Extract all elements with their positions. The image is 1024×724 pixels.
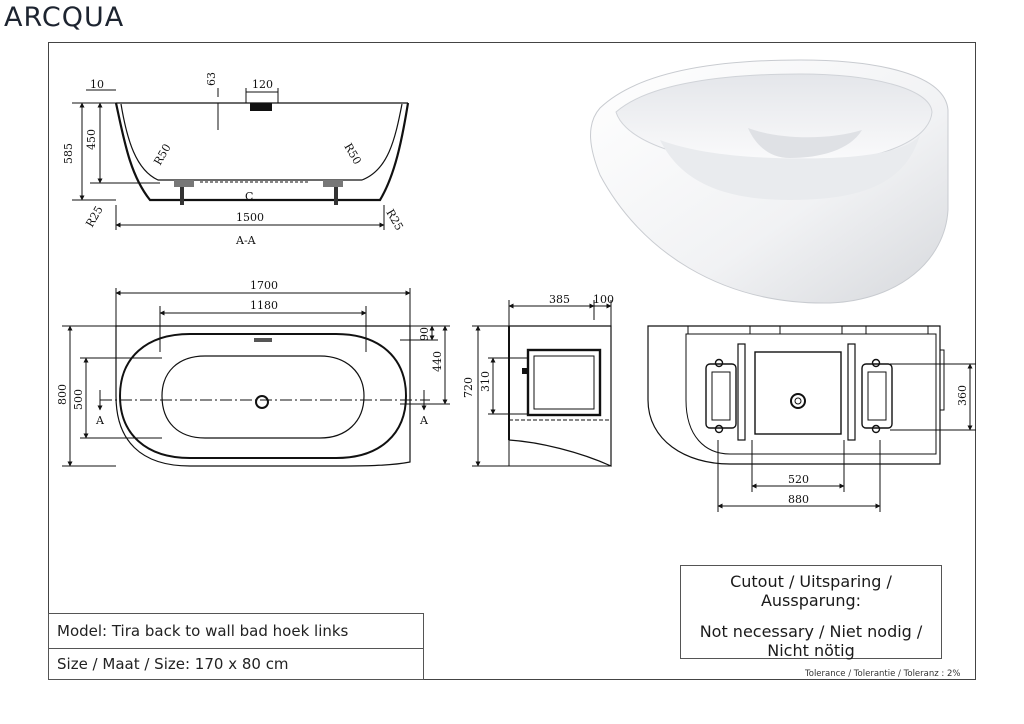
cutout-title-line1: Cutout / Uitsparing / <box>730 572 892 591</box>
dim-side-top-margin: 100 <box>593 293 614 306</box>
dim-radius-right: R50 <box>341 141 363 167</box>
side-labels: 385 100 720 310 <box>462 293 614 398</box>
dim-inner-depth: 450 <box>85 129 98 150</box>
dim-inner-width: 500 <box>72 389 85 410</box>
section-title: A-A <box>235 234 257 247</box>
model-divider <box>49 648 423 649</box>
top-labels: 1700 1180 800 500 90 440 A A <box>56 279 444 427</box>
dim-frame-inner: 520 <box>788 473 809 486</box>
top-view <box>62 288 450 467</box>
dim-overflow-width: 120 <box>252 78 273 91</box>
section-marker-left: A <box>95 414 105 427</box>
bathtub-render <box>590 59 949 304</box>
drawing-frame <box>48 42 976 680</box>
cutout-value-line2: Nicht nötig <box>767 641 855 660</box>
model-info-box: Model: Tira back to wall bad hoek links … <box>48 613 424 680</box>
dim-height-total: 585 <box>62 143 75 164</box>
dim-drain-height: 63 <box>205 72 218 86</box>
section-labels: 10 63 120 585 450 R50 R50 R25 R25 C 1500… <box>62 72 406 247</box>
section-shell-inner <box>120 103 403 181</box>
bottom-labels: 520 880 360 <box>788 385 969 506</box>
dim-bottom-side: 360 <box>956 385 969 406</box>
dim-frame-outer: 880 <box>788 493 809 506</box>
cutout-box: Cutout / Uitsparing / Aussparung: Not ne… <box>680 565 942 660</box>
dim-outer-width: 800 <box>56 384 69 405</box>
section-marker-right: A <box>419 414 429 427</box>
dim-outer-length: 1700 <box>250 279 278 292</box>
model-text: Model: Tira back to wall bad hoek links <box>57 622 349 640</box>
section-view <box>72 88 410 230</box>
dim-back-margin: 90 <box>418 327 431 341</box>
side-view <box>472 300 612 467</box>
cutout-title-line2: Aussparung: <box>760 591 862 610</box>
dim-top-depth: 440 <box>431 351 444 372</box>
brand-logo: ARCQUA <box>4 2 125 33</box>
dim-top-rim: 10 <box>90 78 104 91</box>
center-mark: C <box>245 190 253 203</box>
dim-foot-left: R25 <box>83 204 105 230</box>
size-text: Size / Maat / Size: 170 x 80 cm <box>57 655 289 673</box>
section-shell-outer <box>114 102 410 202</box>
tolerance-text: Tolerance / Tolerantie / Toleranz : 2% <box>805 669 961 679</box>
dim-inner-length: 1180 <box>250 299 278 312</box>
bottom-view <box>647 325 976 512</box>
dim-side-height: 720 <box>462 377 475 398</box>
dim-radius-left: R50 <box>151 142 173 168</box>
cutout-value-line1: Not necessary / Niet nodig / <box>699 622 923 641</box>
dim-foot-right: R25 <box>383 207 405 233</box>
dim-side-top-length: 385 <box>549 293 570 306</box>
dim-length: 1500 <box>236 211 264 224</box>
dim-side-cutout: 310 <box>479 371 492 392</box>
